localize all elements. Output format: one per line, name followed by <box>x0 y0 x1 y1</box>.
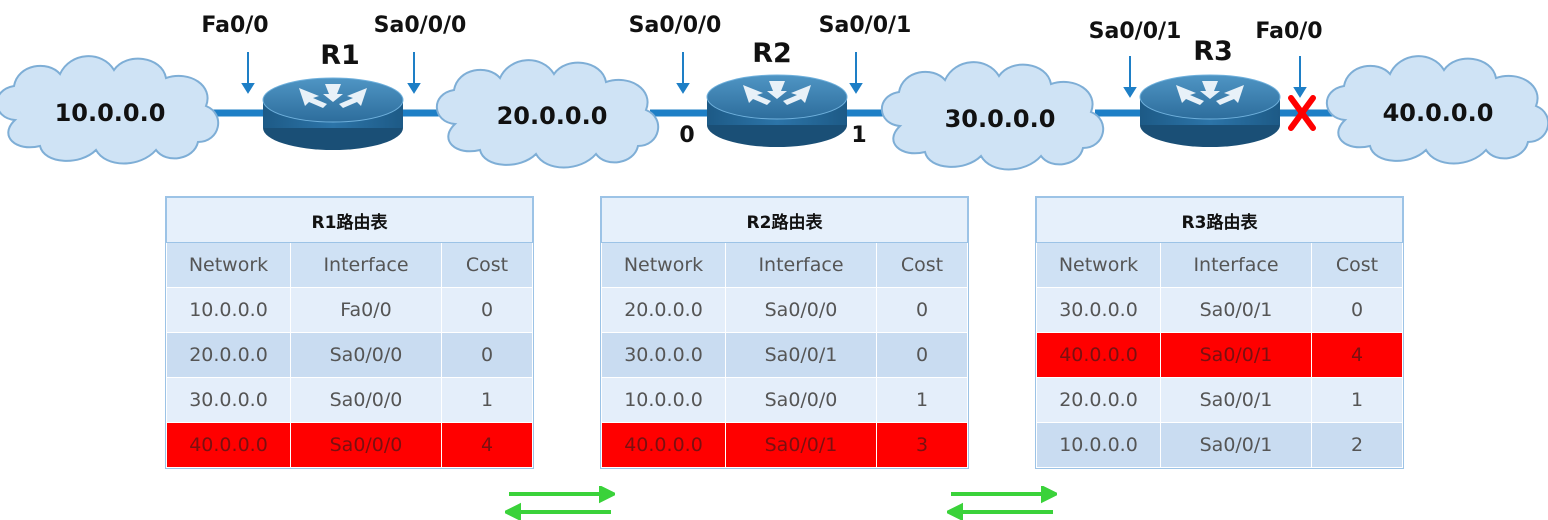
router-icon <box>1139 74 1281 148</box>
column-header: Cost <box>441 242 533 288</box>
cell-network: 40.0.0.0 <box>166 422 291 468</box>
cell-interface: Sa0/0/1 <box>1160 287 1312 333</box>
cell-network: 30.0.0.0 <box>601 332 726 378</box>
if-label-r1-right: Sa0/0/0 <box>374 13 467 38</box>
table-title: R1路由表 <box>166 197 533 243</box>
router-name-r3: R3 <box>1193 36 1233 67</box>
if-label-r2-left: Sa0/0/0 <box>629 13 722 38</box>
if-label-r2-right: Sa0/0/1 <box>819 13 912 38</box>
if-label-r3-right: Fa0/0 <box>1255 19 1322 44</box>
cell-network: 20.0.0.0 <box>601 287 726 333</box>
x-mark-icon <box>1288 95 1316 131</box>
column-header: Network <box>601 242 726 288</box>
network-topology: 10.0.0.0 20.0.0.0 30.0.0.0 40.0.0.0 R1 R… <box>0 13 1548 171</box>
cell-interface: Sa0/0/0 <box>290 377 442 423</box>
column-header: Interface <box>290 242 442 288</box>
cell-network: 20.0.0.0 <box>166 332 291 378</box>
cell-network: 30.0.0.0 <box>166 377 291 423</box>
table-row-highlighted: 40.0.0.0 Sa0/0/1 3 <box>601 422 968 468</box>
column-header: Cost <box>1311 242 1403 288</box>
cell-network: 20.0.0.0 <box>1036 377 1161 423</box>
network-label-20: 20.0.0.0 <box>497 102 608 130</box>
network-label-30: 30.0.0.0 <box>945 105 1056 133</box>
cell-interface: Sa0/0/1 <box>1160 377 1312 423</box>
port-label-1: 1 <box>851 123 866 148</box>
cell-cost: 2 <box>1311 422 1403 468</box>
cell-cost: 3 <box>876 422 968 468</box>
table-row: 10.0.0.0 Fa0/0 0 <box>166 287 533 333</box>
cell-interface: Sa0/0/0 <box>725 377 877 423</box>
cell-interface: Sa0/0/0 <box>290 422 442 468</box>
if-label-r3-left: Sa0/0/1 <box>1089 19 1182 44</box>
cell-interface: Sa0/0/1 <box>725 332 877 378</box>
routing-table-r2: R2路由表 Network Interface Cost 20.0.0.0 Sa… <box>600 196 969 469</box>
network-label-40: 40.0.0.0 <box>1383 99 1494 127</box>
cell-cost: 1 <box>1311 377 1403 423</box>
column-header: Network <box>166 242 291 288</box>
port-label-0: 0 <box>679 123 694 148</box>
column-header: Interface <box>1160 242 1312 288</box>
table-row: 10.0.0.0 Sa0/0/1 2 <box>1036 422 1403 468</box>
cell-cost: 0 <box>876 332 968 378</box>
routing-table-r3: R3路由表 Network Interface Cost 30.0.0.0 Sa… <box>1035 196 1404 469</box>
router-name-r1: R1 <box>320 40 360 71</box>
cell-network: 10.0.0.0 <box>166 287 291 333</box>
table-row: 30.0.0.0 Sa0/0/0 1 <box>166 377 533 423</box>
table-row: 10.0.0.0 Sa0/0/0 1 <box>601 377 968 423</box>
cell-network: 10.0.0.0 <box>601 377 726 423</box>
if-label-r1-left: Fa0/0 <box>201 13 268 38</box>
exchange-arrows-icon <box>947 486 1057 520</box>
cell-network: 40.0.0.0 <box>1036 332 1161 378</box>
cell-interface: Sa0/0/1 <box>1160 332 1312 378</box>
arrow-down-icon <box>241 52 1307 98</box>
table-row: 30.0.0.0 Sa0/0/1 0 <box>601 332 968 378</box>
network-label-10: 10.0.0.0 <box>55 99 166 127</box>
cell-cost: 0 <box>441 332 533 378</box>
table-row-highlighted: 40.0.0.0 Sa0/0/0 4 <box>166 422 533 468</box>
exchange-arrows-icon <box>505 486 615 520</box>
cell-cost: 0 <box>1311 287 1403 333</box>
cell-interface: Sa0/0/1 <box>1160 422 1312 468</box>
cell-cost: 1 <box>876 377 968 423</box>
router-icon <box>262 77 404 151</box>
cell-interface: Sa0/0/0 <box>290 332 442 378</box>
table-title: R2路由表 <box>601 197 968 243</box>
cell-cost: 0 <box>876 287 968 333</box>
cell-network: 10.0.0.0 <box>1036 422 1161 468</box>
column-header: Interface <box>725 242 877 288</box>
cell-cost: 4 <box>1311 332 1403 378</box>
table-row: 30.0.0.0 Sa0/0/1 0 <box>1036 287 1403 333</box>
table-row: 20.0.0.0 Sa0/0/1 1 <box>1036 377 1403 423</box>
cell-cost: 4 <box>441 422 533 468</box>
router-name-r2: R2 <box>752 38 792 69</box>
router-icon <box>706 74 848 148</box>
cell-network: 30.0.0.0 <box>1036 287 1161 333</box>
cell-network: 40.0.0.0 <box>601 422 726 468</box>
routing-table-r1: R1路由表 Network Interface Cost 10.0.0.0 Fa… <box>165 196 534 469</box>
cell-interface: Fa0/0 <box>290 287 442 333</box>
table-row-highlighted: 40.0.0.0 Sa0/0/1 4 <box>1036 332 1403 378</box>
cell-cost: 0 <box>441 287 533 333</box>
cell-interface: Sa0/0/0 <box>725 287 877 333</box>
table-row: 20.0.0.0 Sa0/0/0 0 <box>601 287 968 333</box>
column-header: Network <box>1036 242 1161 288</box>
cell-cost: 1 <box>441 377 533 423</box>
cell-interface: Sa0/0/1 <box>725 422 877 468</box>
column-header: Cost <box>876 242 968 288</box>
table-title: R3路由表 <box>1036 197 1403 243</box>
table-row: 20.0.0.0 Sa0/0/0 0 <box>166 332 533 378</box>
